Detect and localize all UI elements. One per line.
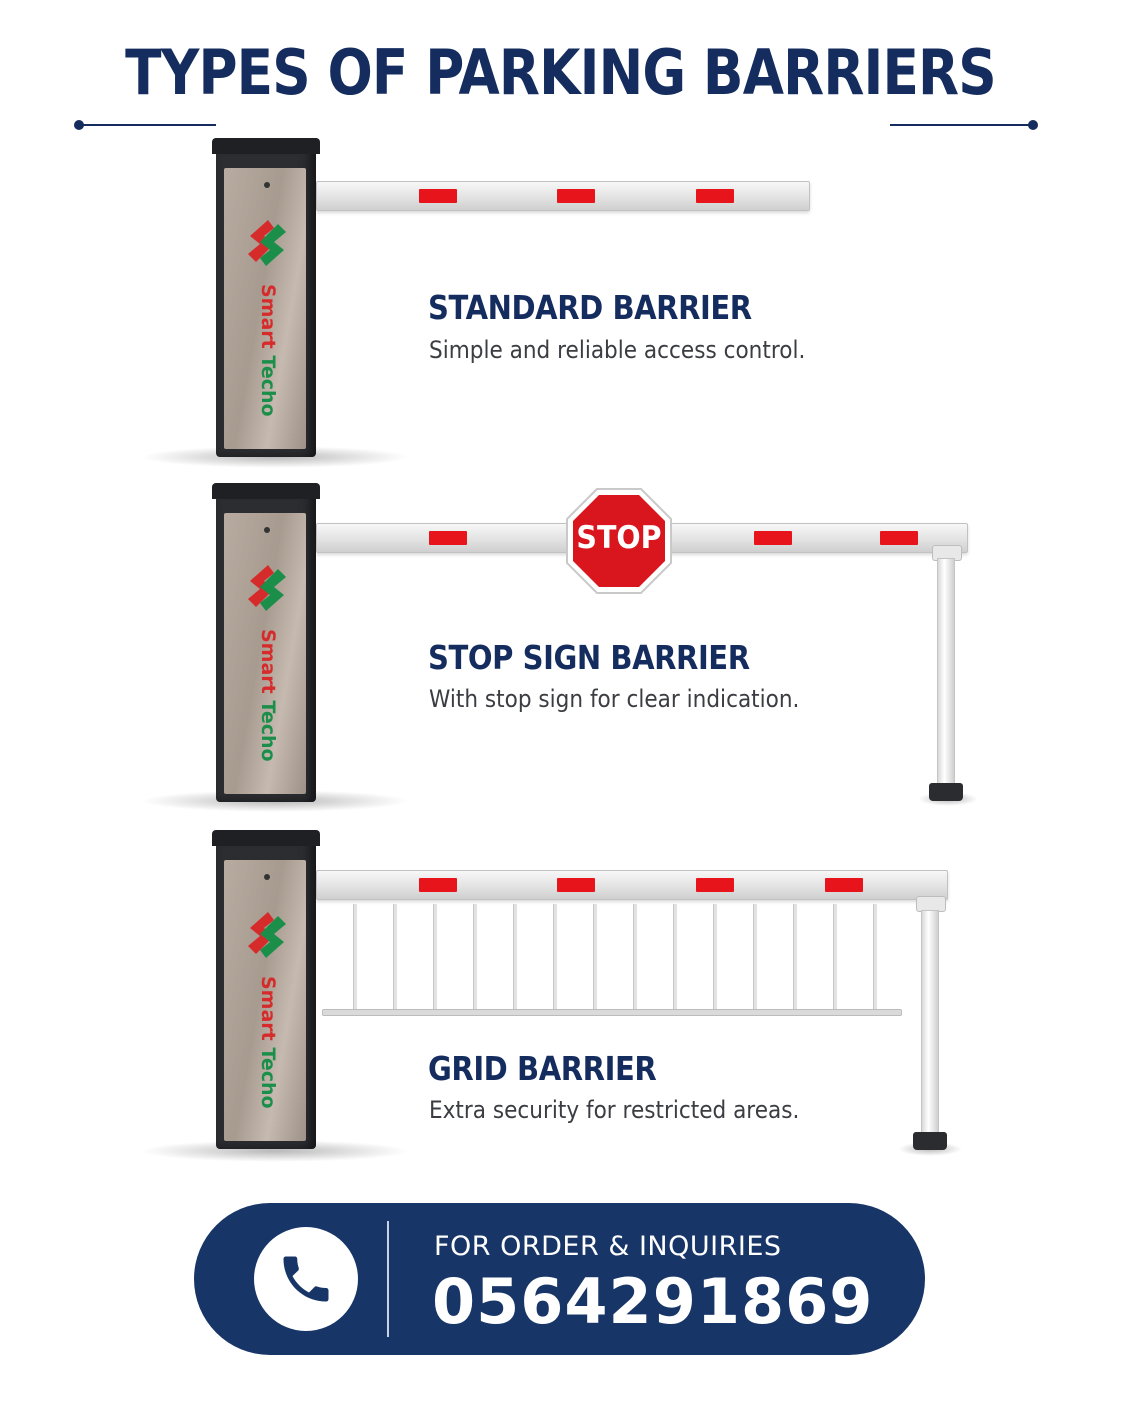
- brand-word-smart: Smart: [257, 629, 279, 694]
- grid-bar: [873, 904, 877, 1010]
- phone-icon: [283, 1256, 329, 1302]
- brand-word-smart: Smart: [257, 284, 279, 349]
- cabinet-panel: Smart Techo: [224, 860, 306, 1141]
- cabinet-panel: Smart Techo: [224, 168, 306, 449]
- brand-text: Smart Techo: [257, 976, 279, 1109]
- stop-sign-text: STOP: [576, 520, 662, 556]
- smart-techo-logo-icon: [248, 565, 286, 611]
- contact-divider: [387, 1221, 389, 1337]
- grid-bar: [473, 904, 477, 1010]
- support-post: [921, 910, 939, 1134]
- keyhole-icon: [264, 527, 270, 533]
- post-foot: [913, 1132, 947, 1150]
- page-title: TYPES OF PARKING BARRIERS: [125, 36, 996, 109]
- brand-word-techo: Techo: [257, 700, 279, 762]
- phone-button[interactable]: [254, 1227, 358, 1331]
- ground-shadow: [140, 1140, 410, 1162]
- grid-bottom-rail: [322, 1009, 902, 1016]
- reflector: [825, 878, 863, 892]
- reflector: [557, 189, 595, 203]
- phone-number[interactable]: 0564291869: [432, 1265, 874, 1338]
- keyhole-icon: [264, 182, 270, 188]
- reflector: [419, 189, 457, 203]
- stop-sign-icon: [566, 488, 672, 594]
- keyhole-icon: [264, 874, 270, 880]
- contact-label: FOR ORDER & INQUIRIES: [434, 1231, 782, 1262]
- barrier-description: With stop sign for clear indication.: [429, 685, 800, 713]
- title-decoration-right: [890, 120, 1038, 130]
- title-decoration-left: [74, 120, 216, 130]
- reflector: [419, 878, 457, 892]
- cabinet-cap: [212, 830, 320, 846]
- cabinet-panel: Smart Techo: [224, 513, 306, 794]
- barrier-description: Extra security for restricted areas.: [429, 1096, 800, 1124]
- ground-shadow: [140, 446, 410, 468]
- brand-text: Smart Techo: [257, 629, 279, 762]
- smart-techo-logo-icon: [248, 220, 286, 266]
- barrier-title: STOP SIGN BARRIER: [428, 638, 750, 677]
- post-foot: [929, 783, 963, 801]
- cabinet-cap: [212, 138, 320, 154]
- reflector: [557, 878, 595, 892]
- grid-bar: [673, 904, 677, 1010]
- barrier-cabinet: Smart Techo: [212, 483, 320, 802]
- support-post: [937, 558, 955, 788]
- barrier-description: Simple and reliable access control.: [429, 336, 806, 364]
- reflector: [696, 878, 734, 892]
- cabinet-cap: [212, 483, 320, 499]
- grid-bar: [593, 904, 597, 1010]
- barrier-cabinet: Smart Techo: [212, 138, 320, 457]
- reflector: [429, 531, 467, 545]
- grid-bar: [753, 904, 757, 1010]
- barrier-arm: [316, 870, 948, 900]
- barrier-cabinet: Smart Techo: [212, 830, 320, 1149]
- reflector: [754, 531, 792, 545]
- grid-bar: [513, 904, 517, 1010]
- brand-word-techo: Techo: [257, 355, 279, 417]
- grid-bar: [833, 904, 837, 1010]
- barrier-arm: [316, 181, 810, 211]
- barrier-title: GRID BARRIER: [428, 1049, 657, 1088]
- grid-bar: [433, 904, 437, 1010]
- brand-text: Smart Techo: [257, 284, 279, 417]
- grid-bar: [353, 904, 357, 1010]
- brand-word-techo: Techo: [257, 1047, 279, 1109]
- contact-band[interactable]: FOR ORDER & INQUIRIES 0564291869: [194, 1203, 925, 1355]
- grid-bar: [633, 904, 637, 1010]
- grid-bar: [713, 904, 717, 1010]
- grid-bar: [553, 904, 557, 1010]
- brand-word-smart: Smart: [257, 976, 279, 1041]
- reflector: [696, 189, 734, 203]
- reflector: [880, 531, 918, 545]
- smart-techo-logo-icon: [248, 912, 286, 958]
- barrier-title: STANDARD BARRIER: [428, 288, 752, 327]
- grid-bar: [393, 904, 397, 1010]
- grid-bar: [793, 904, 797, 1010]
